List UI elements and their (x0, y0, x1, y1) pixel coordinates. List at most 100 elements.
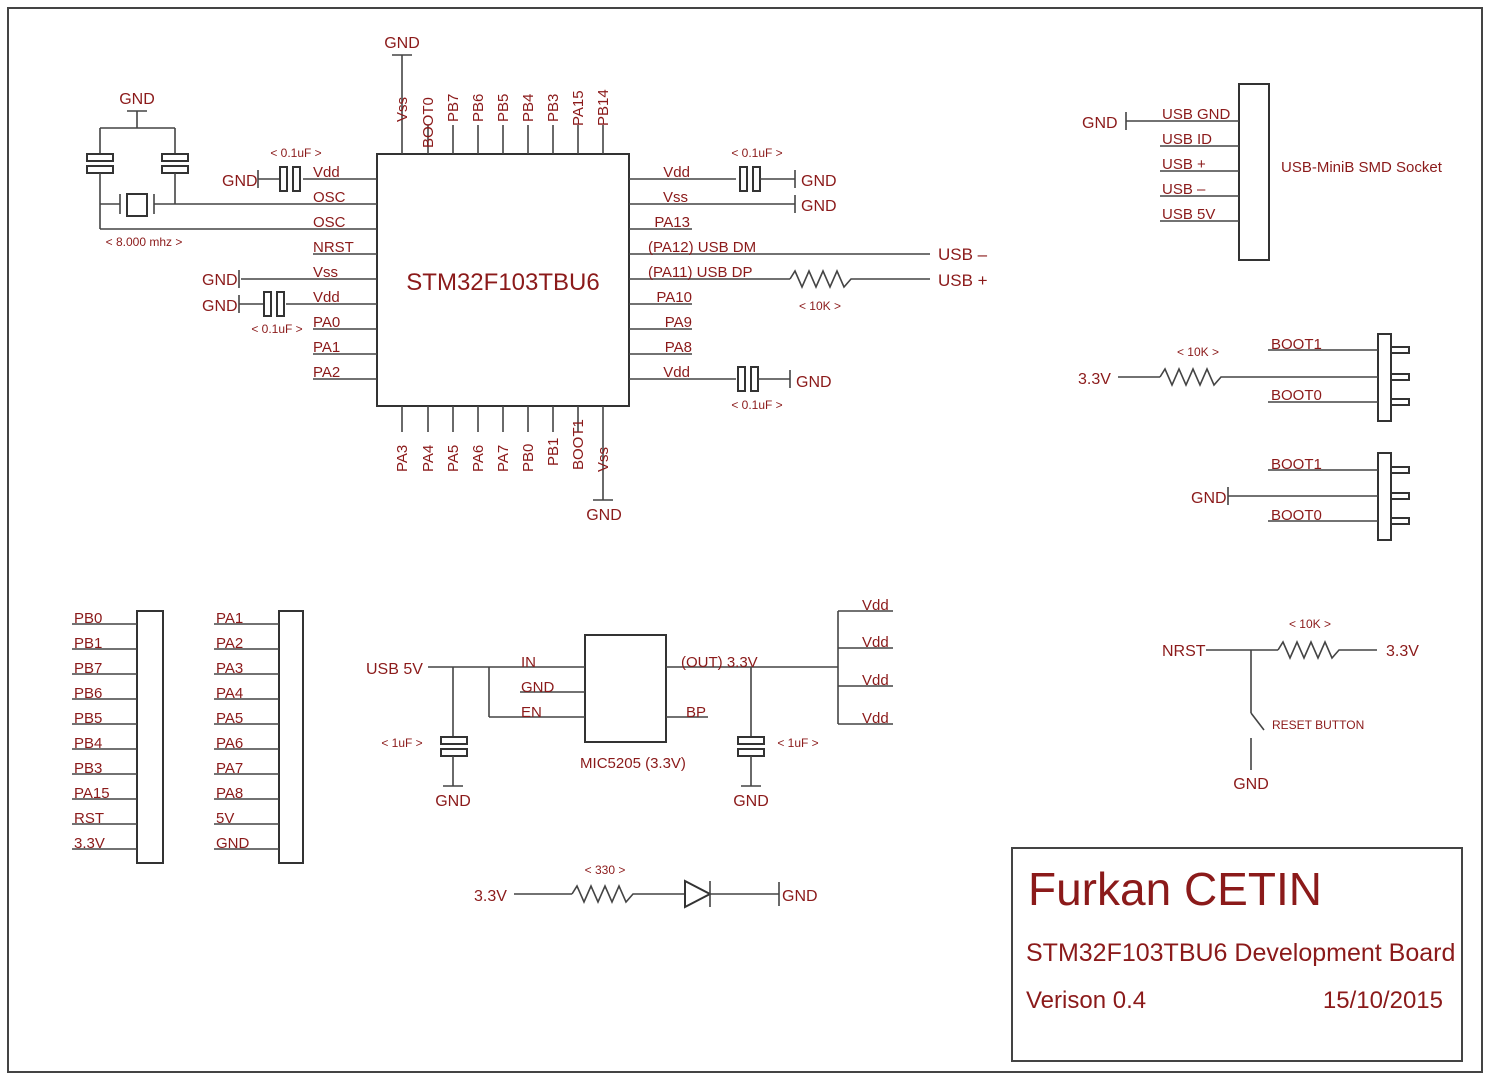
header-right-pin-5: PA5 (216, 710, 243, 727)
header-left-pin-8: PA15 (74, 785, 110, 802)
mcu-top-pins: GND Vss BOOT0 PB7 PB6 PB5 PB4 PB3 PA15 P… (384, 35, 612, 154)
cap-vdd-left-top: GND < 0.1uF > (222, 146, 322, 192)
reset-button-icon (1250, 712, 1265, 731)
pin-top-pb14: PB14 (595, 89, 612, 126)
resistor-value: < 10K > (1177, 345, 1219, 359)
usb-minus-label: USB – (938, 245, 988, 264)
pin-left-pa0: PA0 (313, 314, 340, 331)
v33-label: 3.3V (1386, 643, 1419, 660)
gnd-label: GND (1191, 490, 1227, 507)
gnd-label: GND (733, 793, 769, 810)
pin-top-pb3: PB3 (545, 94, 562, 122)
cap-value: < 1uF > (777, 736, 818, 750)
gnd-label: GND (801, 198, 837, 215)
pin-bottom-pa4: PA4 (420, 445, 437, 472)
nrst-label: NRST (1162, 643, 1206, 660)
usb-pin-gnd: USB GND (1162, 106, 1231, 123)
v33-label: 3.3V (474, 888, 507, 905)
pin-bottom-boot1: BOOT1 (570, 419, 587, 470)
regulator-body (584, 634, 667, 743)
header-left-pin-9: RST (74, 810, 104, 827)
cap-value: < 0.1uF > (270, 146, 321, 160)
usb-pin-plus: USB + (1162, 156, 1206, 173)
title-block-frame (1011, 847, 1463, 1062)
pin-right-pa10: PA10 (656, 289, 692, 306)
pin-header-right: PA1 PA2 PA3 PA4 PA5 PA6 PA7 PA8 5V GND (214, 610, 304, 864)
v33-label: 3.3V (1078, 371, 1111, 388)
mcu: STM32F103TBU6 GND Vss BOOT0 PB7 PB6 PB5 … (241, 35, 930, 524)
vdd-out-3: Vdd (862, 672, 889, 689)
boot1-label: BOOT1 (1271, 336, 1322, 353)
gnd-label: GND (801, 173, 837, 190)
usb5v-label: USB 5V (366, 661, 423, 678)
cap-value: < 0.1uF > (731, 146, 782, 160)
header-left-pin-5: PB5 (74, 710, 102, 727)
resistor-value: < 10K > (1289, 617, 1331, 631)
pin-top-pb6: PB6 (470, 94, 487, 122)
pin-left-pa2: PA2 (313, 364, 340, 381)
cap-value: < 1uF > (381, 736, 422, 750)
pin-header-left: PB0 PB1 PB7 PB6 PB5 PB4 PB3 PA15 RST 3.3… (72, 610, 164, 864)
reg-pin-gnd: GND (521, 679, 555, 696)
gnd-label: GND (222, 173, 258, 190)
vdd-out-1: Vdd (862, 597, 889, 614)
gnd-label: GND (586, 507, 622, 524)
cap-vdd-right-bottom: < 0.1uF > GND (731, 366, 832, 412)
pin-left-osc-in: OSC (313, 189, 346, 206)
boot0-label: BOOT0 (1271, 387, 1322, 404)
power-led: 3.3V < 330 > GND (474, 863, 818, 909)
pin-right-vss: Vss (663, 189, 688, 206)
header-left-pin-7: PB3 (74, 760, 102, 777)
cap-vdd-right-top: < 0.1uF > GND (731, 146, 837, 192)
pin-right-usb-dp: (PA11) USB DP (648, 264, 752, 281)
version: Verison 0.4 (1026, 987, 1146, 1014)
gnd-vss-left: GND (202, 270, 240, 289)
pin-top-pb5: PB5 (495, 94, 512, 122)
pin-top-pb7: PB7 (445, 94, 462, 122)
vdd-out-2: Vdd (862, 634, 889, 651)
pin-right-vdd: Vdd (663, 164, 690, 181)
usb-socket-label: USB-MiniB SMD Socket (1281, 159, 1443, 176)
board-title: STM32F103TBU6 Development Board (1026, 939, 1455, 967)
pin-bottom-pb0: PB0 (520, 444, 537, 472)
reset-button-label: RESET BUTTON (1272, 718, 1364, 732)
usb-plus-label: USB + (938, 271, 988, 290)
mcu-right-pins: Vdd Vss PA13 (PA12) USB DM (PA11) USB DP… (629, 164, 930, 381)
usb-pin-id: USB ID (1162, 131, 1212, 148)
pin-left-vss: Vss (313, 264, 338, 281)
pin-left-nrst: NRST (313, 239, 354, 256)
header-left-pin-1: PB0 (74, 610, 102, 627)
gnd-label: GND (435, 793, 471, 810)
pin-left-vdd2: Vdd (313, 289, 340, 306)
cap-value: < 0.1uF > (251, 322, 302, 336)
gnd-label: GND (384, 35, 420, 52)
mcu-label: STM32F103TBU6 (406, 269, 599, 296)
resistor-value: < 330 > (585, 863, 626, 877)
pin-top-boot0: BOOT0 (420, 97, 437, 148)
pin-left-osc-out: OSC (313, 214, 346, 231)
header-right-pin-9: 5V (216, 810, 234, 827)
gnd-label: GND (1233, 776, 1269, 793)
header-right-pin-4: PA4 (216, 685, 243, 702)
pin-top-pa15: PA15 (570, 90, 587, 126)
usb-pin-5v: USB 5V (1162, 206, 1215, 223)
pin-bottom-pa5: PA5 (445, 445, 462, 472)
crystal-value: < 8.000 mhz > (106, 235, 183, 249)
pin-left-vdd: Vdd (313, 164, 340, 181)
header-left-pin-3: PB7 (74, 660, 102, 677)
author: Furkan CETIN (1028, 863, 1322, 915)
header-right-pin-2: PA2 (216, 635, 243, 652)
reg-pin-bp: BP (686, 704, 706, 721)
boot1-label: BOOT1 (1271, 456, 1322, 473)
pin-bottom-pa6: PA6 (470, 445, 487, 472)
reg-out-label: (OUT) 3.3V (681, 654, 758, 671)
header-right-pin-10: GND (216, 835, 250, 852)
cap-vdd-left-bottom: GND < 0.1uF > (202, 291, 303, 336)
pin-bottom-pa7: PA7 (495, 445, 512, 472)
header-right-pin-3: PA3 (216, 660, 243, 677)
gnd-label: GND (1082, 115, 1118, 132)
resistor-value: < 10K > (799, 299, 841, 313)
mcu-bottom-pins: GND PA3 PA4 PA5 PA6 PA7 PB0 PB1 BOOT1 Vs… (394, 406, 622, 524)
header-right-pin-8: PA8 (216, 785, 243, 802)
